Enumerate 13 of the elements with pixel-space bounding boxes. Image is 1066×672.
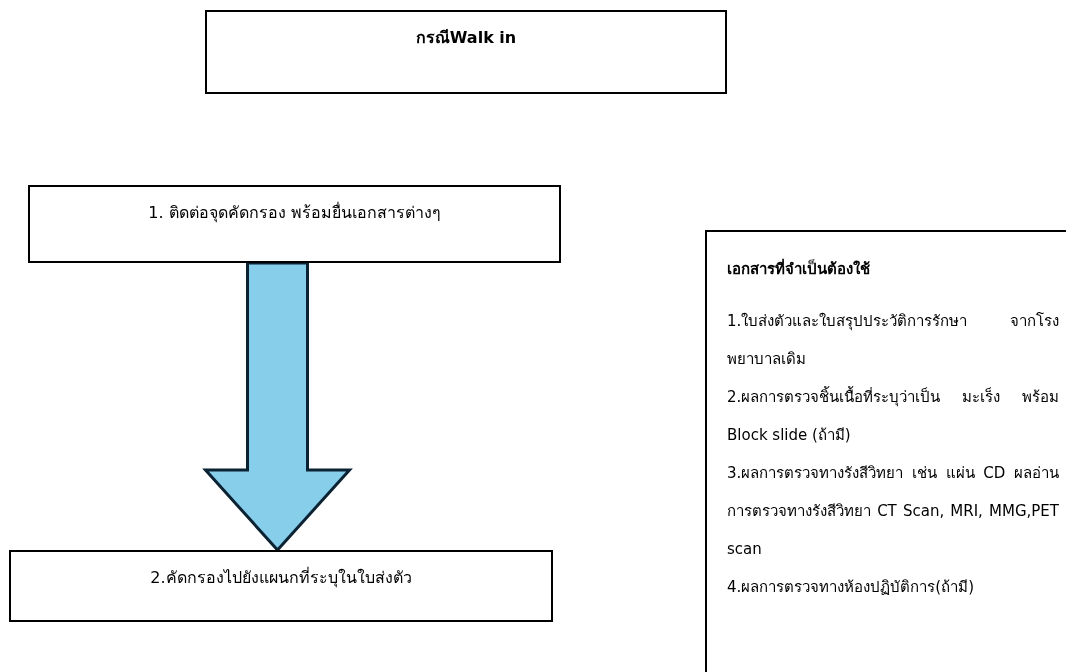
process-box [9, 550, 553, 622]
list-item: 2.ผลการตรวจชิ้นเนื้อที่ระบุว่าเป็น มะเร็ง พร้อม Block slide (ถ้ามี) [727, 385, 1059, 446]
note-box [705, 230, 1066, 672]
box-label: กรณีWalk in [415, 27, 517, 49]
list-item: 3.ผลการตรวจทางรังสีวิทยา เช่น แผ่น CD ผลอ่านการตรวจทางรังสีวิทยา CT Scan, MRI, MMG,PET scan [727, 463, 1059, 560]
list-item: 1.ใบส่งตัวและใบสรุปประวัติการรักษา จากโรงพยาบาลเดิม [727, 311, 1059, 370]
process-box [28, 185, 561, 263]
box-label: 2.คัดกรองไปยังแผนกที่ระบุในใบส่งตัว [150, 566, 412, 590]
title-box [205, 10, 727, 94]
list-item: 4.ผลการตรวจทางห้องปฏิบัติการ(ถ้ามี) [727, 577, 975, 598]
block-arrow [202, 261, 353, 553]
box-label: 1. ติดต่อจุดคัดกรอง พร้อมยื่นเอกสารต่างๆ [148, 201, 441, 225]
note-heading: เอกสารที่จำเป็นต้องใช้ [727, 257, 871, 280]
